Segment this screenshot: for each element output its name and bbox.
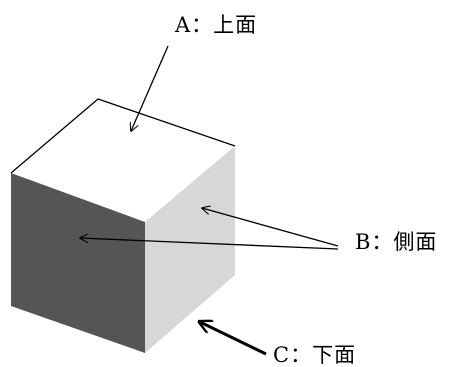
label-side-face: B：側面 [355, 230, 438, 254]
cube-left-face [11, 173, 145, 353]
arrow-to-bottom-face [200, 322, 267, 356]
arrow-to-top-face [131, 45, 169, 131]
label-top-face: A：上面 [175, 13, 258, 37]
cube-top-face [11, 99, 235, 222]
cube-top-outline [10, 98, 236, 174]
arrow-to-left-face [80, 238, 339, 250]
cube-right-face [145, 146, 235, 353]
label-bottom-face: C：下面 [273, 343, 357, 367]
arrow-to-right-face [202, 208, 339, 247]
